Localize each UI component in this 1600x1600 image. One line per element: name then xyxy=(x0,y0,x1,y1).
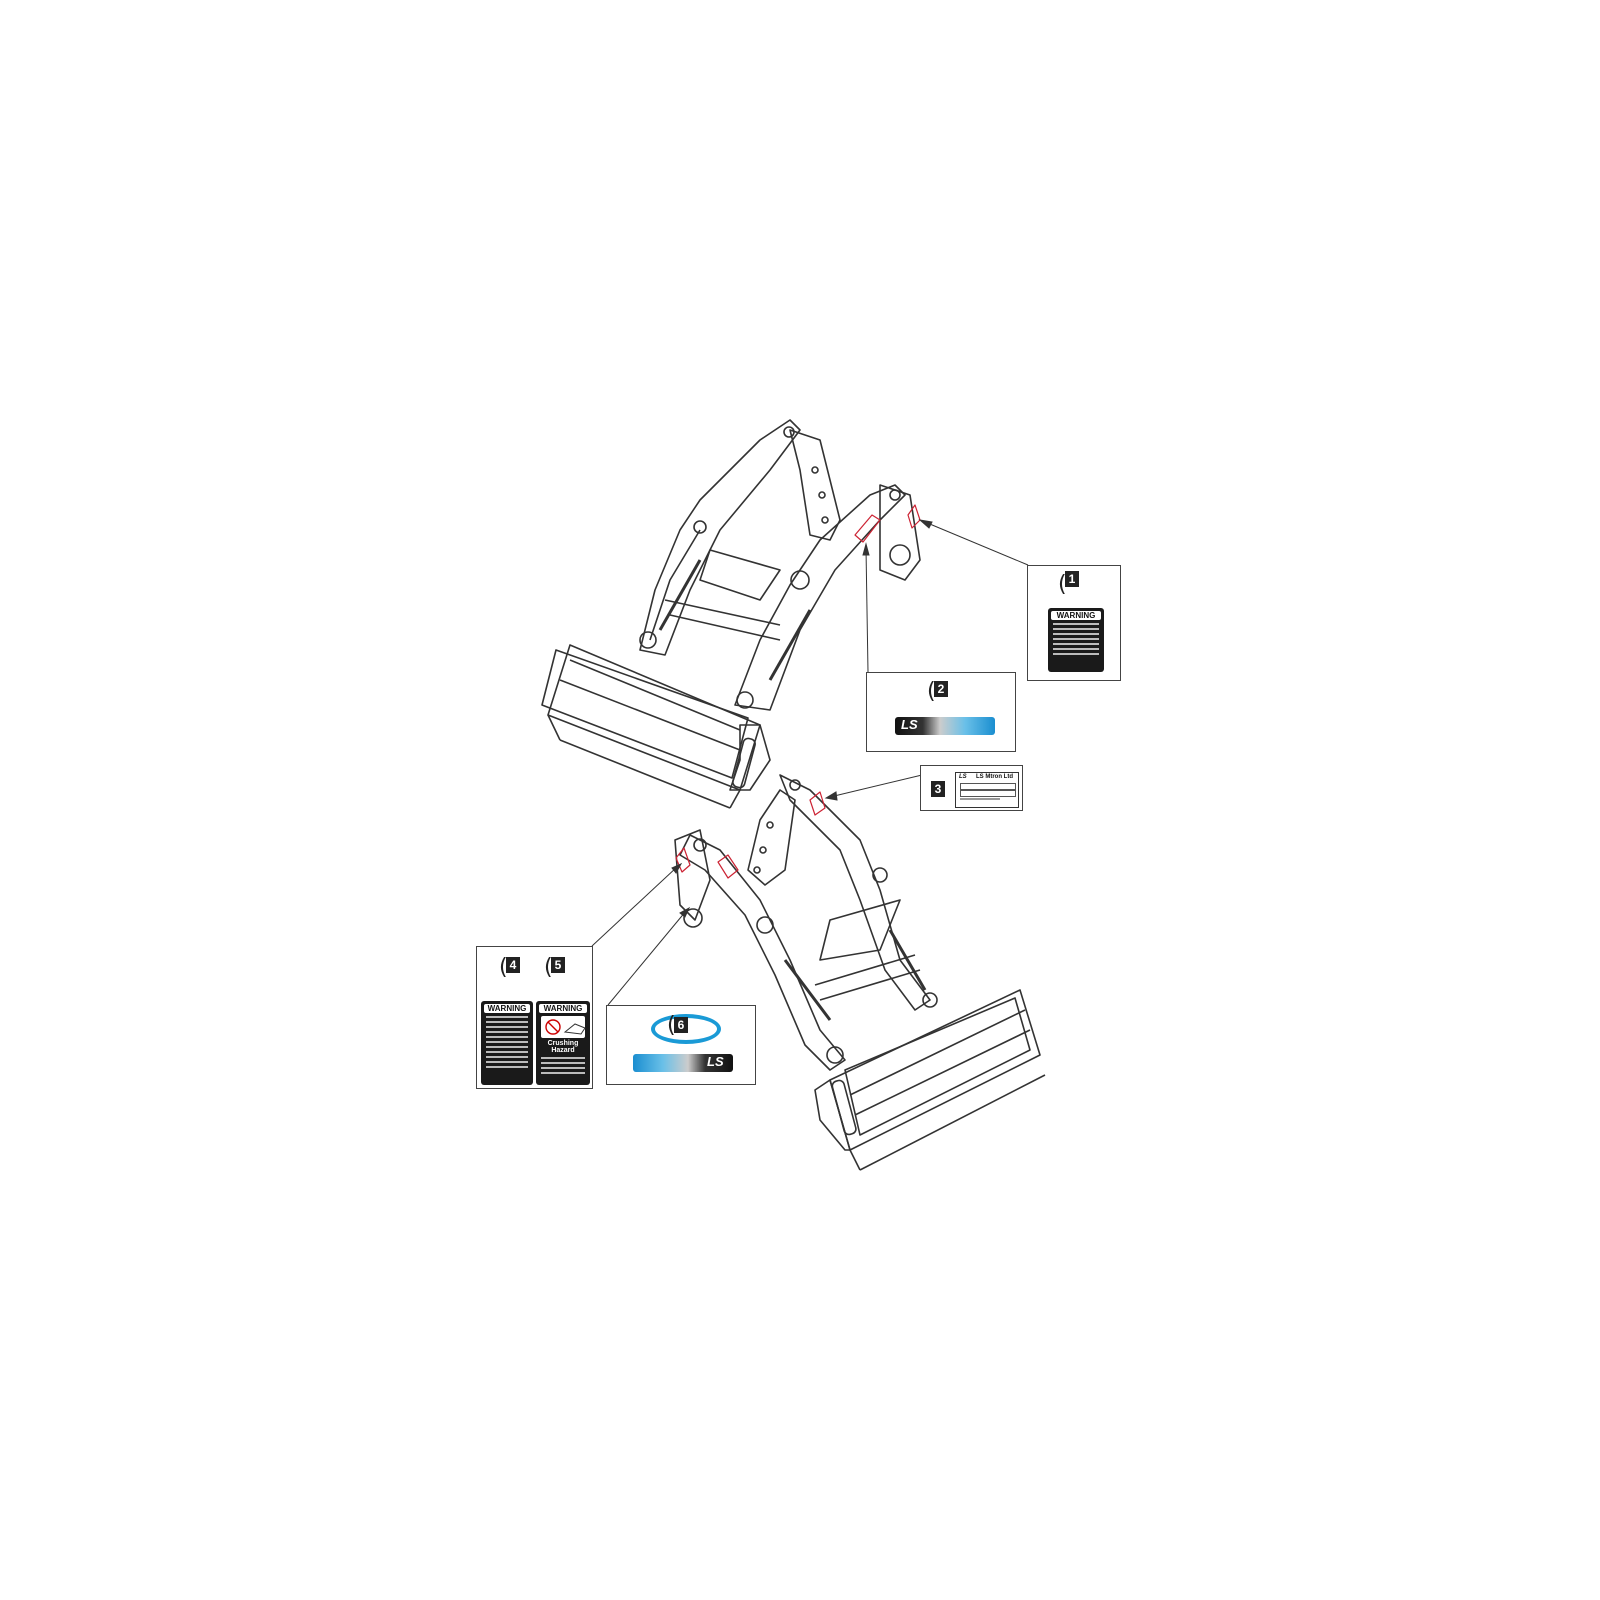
top-loader xyxy=(541,419,921,809)
warning-label-4: WARNING xyxy=(481,1001,533,1085)
crushing-pictogram xyxy=(541,1016,586,1038)
plate-brand: LS Mtron Ltd xyxy=(976,774,1013,780)
callout-3: 3 LS LS Mtron Ltd xyxy=(920,765,1023,811)
callout-number: 1 xyxy=(1065,571,1079,587)
crushing-hazard-title: Crushing Hazard xyxy=(547,1040,579,1054)
leader-lines xyxy=(591,519,1029,1006)
paren-icon: ( xyxy=(927,679,936,704)
ls-logo-decal xyxy=(895,717,995,735)
highlight-ring xyxy=(651,1014,721,1044)
callout-2: ( 2 LS xyxy=(866,672,1016,752)
plate-logo: LS xyxy=(959,774,967,780)
paren-icon: ( xyxy=(667,1013,676,1038)
bottom-loader xyxy=(674,774,1046,1171)
paren-icon: ( xyxy=(1058,572,1067,597)
paren-icon: ( xyxy=(499,955,508,980)
warning-label: WARNING xyxy=(1048,608,1104,672)
ls-logo-decal xyxy=(633,1054,733,1072)
warning-header: WARNING xyxy=(539,1004,587,1013)
warning-header: WARNING xyxy=(1051,611,1101,620)
callout-1: ( 1 WARNING xyxy=(1027,565,1121,681)
callout-number: 3 xyxy=(931,781,945,797)
callout-number: 5 xyxy=(551,957,565,973)
callout-4-5: ( 4 ( 5 WARNING WARNING Crushing Hazard xyxy=(476,946,593,1089)
callout-number: 4 xyxy=(506,957,520,973)
ls-logo-text: LS xyxy=(901,717,918,732)
serial-plate: LS LS Mtron Ltd xyxy=(955,772,1019,808)
callout-number: 2 xyxy=(934,681,948,697)
callout-6: ( 6 LS xyxy=(606,1005,756,1085)
paren-icon: ( xyxy=(544,955,553,980)
warning-header: WARNING xyxy=(484,1004,530,1013)
warning-label-5: WARNING Crushing Hazard xyxy=(536,1001,590,1085)
callout-number: 6 xyxy=(674,1017,688,1033)
ls-logo-text: LS xyxy=(707,1054,724,1069)
